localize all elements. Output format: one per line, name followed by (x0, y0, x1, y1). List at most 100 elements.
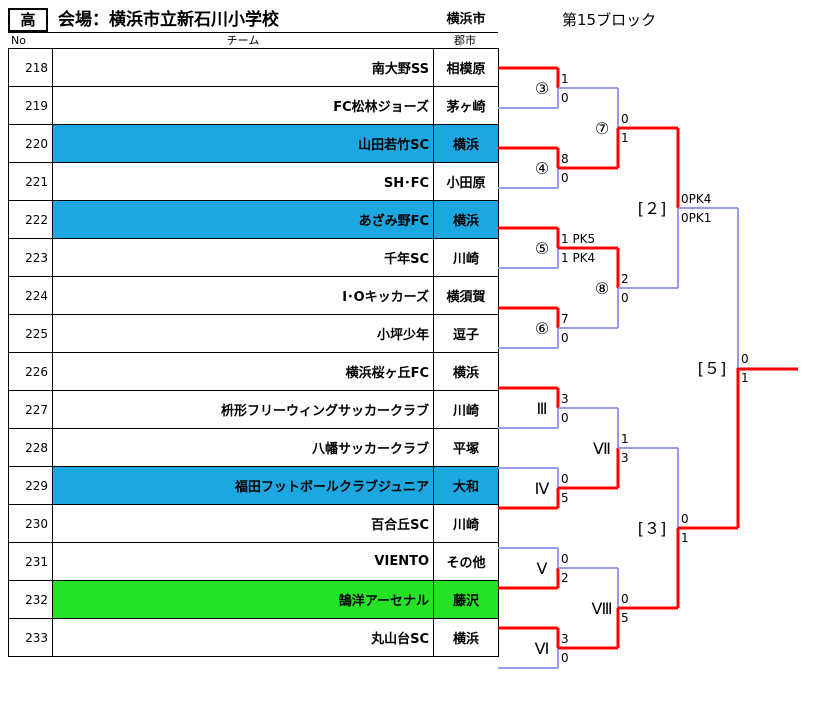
score-top: 3 (561, 392, 569, 406)
score-top: 3 (561, 632, 569, 646)
team-city: 横浜 (433, 618, 499, 657)
score-bottom: 1 PK4 (561, 251, 595, 265)
score-top: 1 PK5 (561, 232, 595, 246)
team-city: その他 (433, 542, 499, 581)
level-badge: 高 (8, 8, 48, 32)
team-no: 220 (8, 124, 53, 163)
match-label: ⑤ (535, 239, 549, 258)
score-top: 0 (561, 552, 569, 566)
score-bottom: 1 (621, 131, 629, 145)
team-no: 232 (8, 580, 53, 619)
score-top: 0 (561, 472, 569, 486)
score-bottom: 0PK1 (681, 211, 711, 225)
score-bottom: 0 (621, 291, 629, 305)
team-no: 233 (8, 618, 53, 657)
score-top: 2 (621, 272, 629, 286)
match-label: [２] (638, 199, 667, 218)
score-bottom: 0 (561, 171, 569, 185)
team-no: 225 (8, 314, 53, 353)
match-label: ③ (535, 79, 549, 98)
match-label: Ⅶ (593, 439, 611, 458)
score-top: 0PK4 (681, 192, 711, 206)
score-top: 0 (741, 352, 749, 366)
team-no: 226 (8, 352, 53, 391)
host-city: 横浜市 (446, 12, 486, 27)
team-city: 平塚 (433, 428, 499, 467)
team-city: 横浜 (433, 200, 499, 239)
match-label: ⑧ (595, 279, 609, 298)
match-label: Ⅵ (535, 639, 550, 658)
team-name: 福田フットボールクラブジュニア (52, 466, 434, 505)
team-name: 鵠洋アーセナル (52, 580, 434, 619)
match-label: [３] (638, 519, 667, 538)
score-top: 1 (561, 72, 569, 86)
score-top: 7 (561, 312, 569, 326)
score-top: 1 (621, 432, 629, 446)
team-name: SH･FC (52, 162, 434, 201)
score-top: 0 (621, 112, 629, 126)
team-name: 八幡サッカークラブ (52, 428, 434, 467)
team-no: 231 (8, 542, 53, 581)
score-bottom: 0 (561, 411, 569, 425)
score-bottom: 3 (621, 451, 629, 465)
team-no: 219 (8, 86, 53, 125)
team-city: 川崎 (433, 390, 499, 429)
match-label: Ⅲ (536, 399, 547, 418)
match-label: [５] (698, 359, 727, 378)
team-no: 221 (8, 162, 53, 201)
match-label: ④ (535, 159, 549, 178)
match-label: ⑥ (535, 319, 549, 338)
score-bottom: 1 (741, 371, 749, 385)
header-rule (8, 32, 498, 33)
score-bottom: 5 (621, 611, 629, 625)
column-header-no: No (11, 34, 26, 47)
score-bottom: 1 (681, 531, 689, 545)
score-bottom: 0 (561, 331, 569, 345)
team-no: 229 (8, 466, 53, 505)
team-city: 小田原 (433, 162, 499, 201)
team-city: 茅ヶ崎 (433, 86, 499, 125)
venue-title: 会場：横浜市立新石川小学校 (58, 10, 279, 30)
score-top: 0 (681, 512, 689, 526)
team-name: あざみ野FC (52, 200, 434, 239)
team-no: 223 (8, 238, 53, 277)
team-name: 枡形フリーウィングサッカークラブ (52, 390, 434, 429)
match-label: Ⅴ (537, 559, 548, 578)
match-label: Ⅷ (591, 599, 612, 618)
column-header-team: チーム (226, 34, 260, 47)
match-label: Ⅳ (535, 479, 550, 498)
block-title: 第15ブロック (562, 11, 657, 29)
team-city: 藤沢 (433, 580, 499, 619)
team-name: 百合丘SC (52, 504, 434, 543)
team-name: 丸山台SC (52, 618, 434, 657)
team-city: 逗子 (433, 314, 499, 353)
team-no: 227 (8, 390, 53, 429)
score-top: 0 (621, 592, 629, 606)
team-city: 川崎 (433, 238, 499, 277)
score-bottom: 5 (561, 491, 569, 505)
score-bottom: 0 (561, 91, 569, 105)
team-city: 川崎 (433, 504, 499, 543)
column-header-city: 郡市 (454, 34, 476, 47)
team-name: 山田若竹SC (52, 124, 434, 163)
score-top: 8 (561, 152, 569, 166)
score-bottom: 2 (561, 571, 569, 585)
score-bottom: 0 (561, 651, 569, 665)
team-name: 千年SC (52, 238, 434, 277)
